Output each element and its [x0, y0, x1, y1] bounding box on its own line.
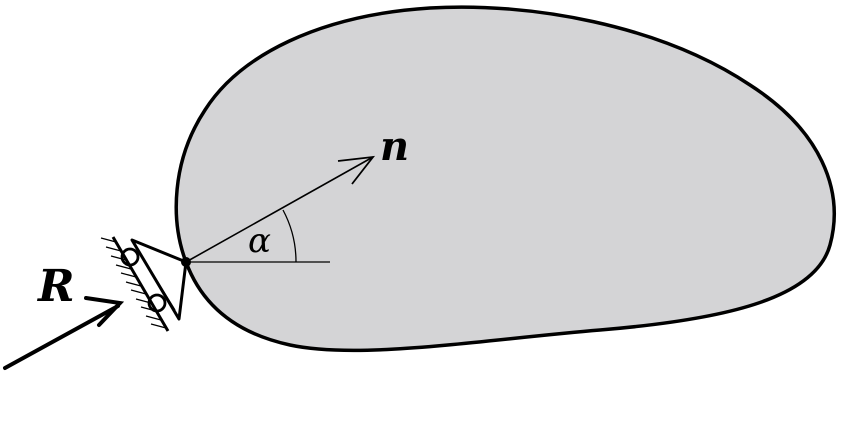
angle-label: α [248, 221, 271, 261]
reaction-force-arrow [3, 296, 125, 370]
reaction-force-label: R [36, 261, 75, 312]
contact-point [181, 257, 191, 267]
rigid-body [174, 5, 836, 353]
normal-vector-label: n [380, 123, 409, 170]
normal-vector-arrow [185, 155, 376, 263]
hatched-ground-icon [100, 236, 170, 332]
angle-arc [282, 209, 297, 263]
